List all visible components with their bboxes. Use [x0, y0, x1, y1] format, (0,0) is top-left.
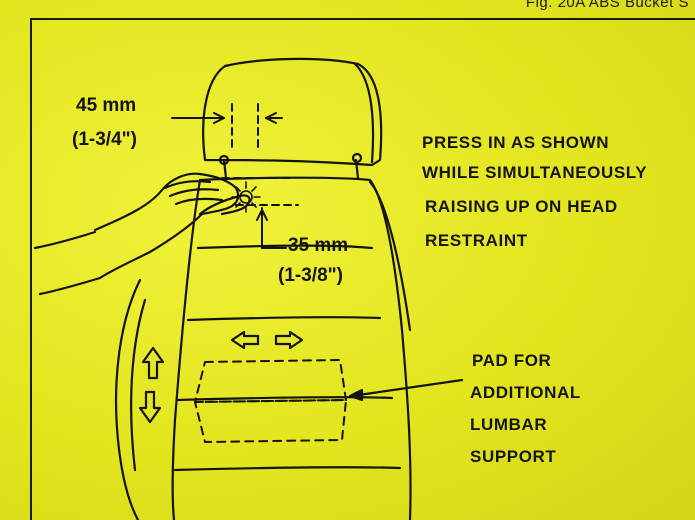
pad-label-line-3: LUMBAR [470, 415, 548, 434]
pad-label-line-1: PAD FOR [472, 351, 552, 370]
arrow-up-icon [141, 346, 165, 380]
headrest-side [353, 62, 375, 164]
instruction-line-4: RESTRAINT [425, 231, 528, 250]
arrow-left-icon [230, 330, 260, 350]
pad-leader-arrowhead [348, 388, 364, 402]
seam-middle [186, 316, 382, 322]
pad-label-line-4: SUPPORT [470, 447, 557, 466]
seat-outer-left2 [130, 298, 147, 472]
dimension-35mm [221, 177, 299, 249]
hand-fingers [163, 180, 224, 206]
figure-title: Fig. 20A ABS Bucket S [525, 0, 689, 11]
seat-outer-left [114, 278, 142, 520]
post-collar-right [351, 152, 363, 164]
seatback-side-bolster [368, 180, 412, 332]
arrow-down-icon [138, 390, 162, 424]
height-mm-label: 35 mm [288, 235, 349, 256]
arm-lines [33, 230, 102, 296]
instruction-line-2: WHILE SIMULTANEOUSLY [422, 163, 648, 182]
instruction-line-1: PRESS IN AS SHOWN [422, 133, 610, 152]
width-in-label: (1-3/4") [72, 129, 137, 150]
hand-thumb [198, 194, 251, 216]
frame-border-left [30, 18, 32, 520]
arrow-right-icon [274, 330, 304, 350]
headrest-outline [202, 57, 383, 167]
lumbar-pad [194, 359, 347, 443]
frame-border-top [30, 18, 695, 20]
hand-outline [93, 172, 240, 280]
pad-label-line-2: ADDITIONAL [470, 383, 581, 402]
seam-upper [196, 244, 374, 250]
height-in-label: (1-3/8") [278, 265, 343, 286]
instruction-line-3: RAISING UP ON HEAD [425, 197, 618, 216]
pad-leader-line [350, 378, 464, 398]
seam-lower [176, 396, 394, 402]
seatback-left-edge [171, 178, 202, 520]
dimension-45mm [171, 103, 283, 151]
press-point-icon [231, 181, 261, 213]
seam-bottom [173, 466, 402, 472]
width-mm-label: 45 mm [76, 95, 137, 116]
post-collar-left [218, 154, 230, 166]
